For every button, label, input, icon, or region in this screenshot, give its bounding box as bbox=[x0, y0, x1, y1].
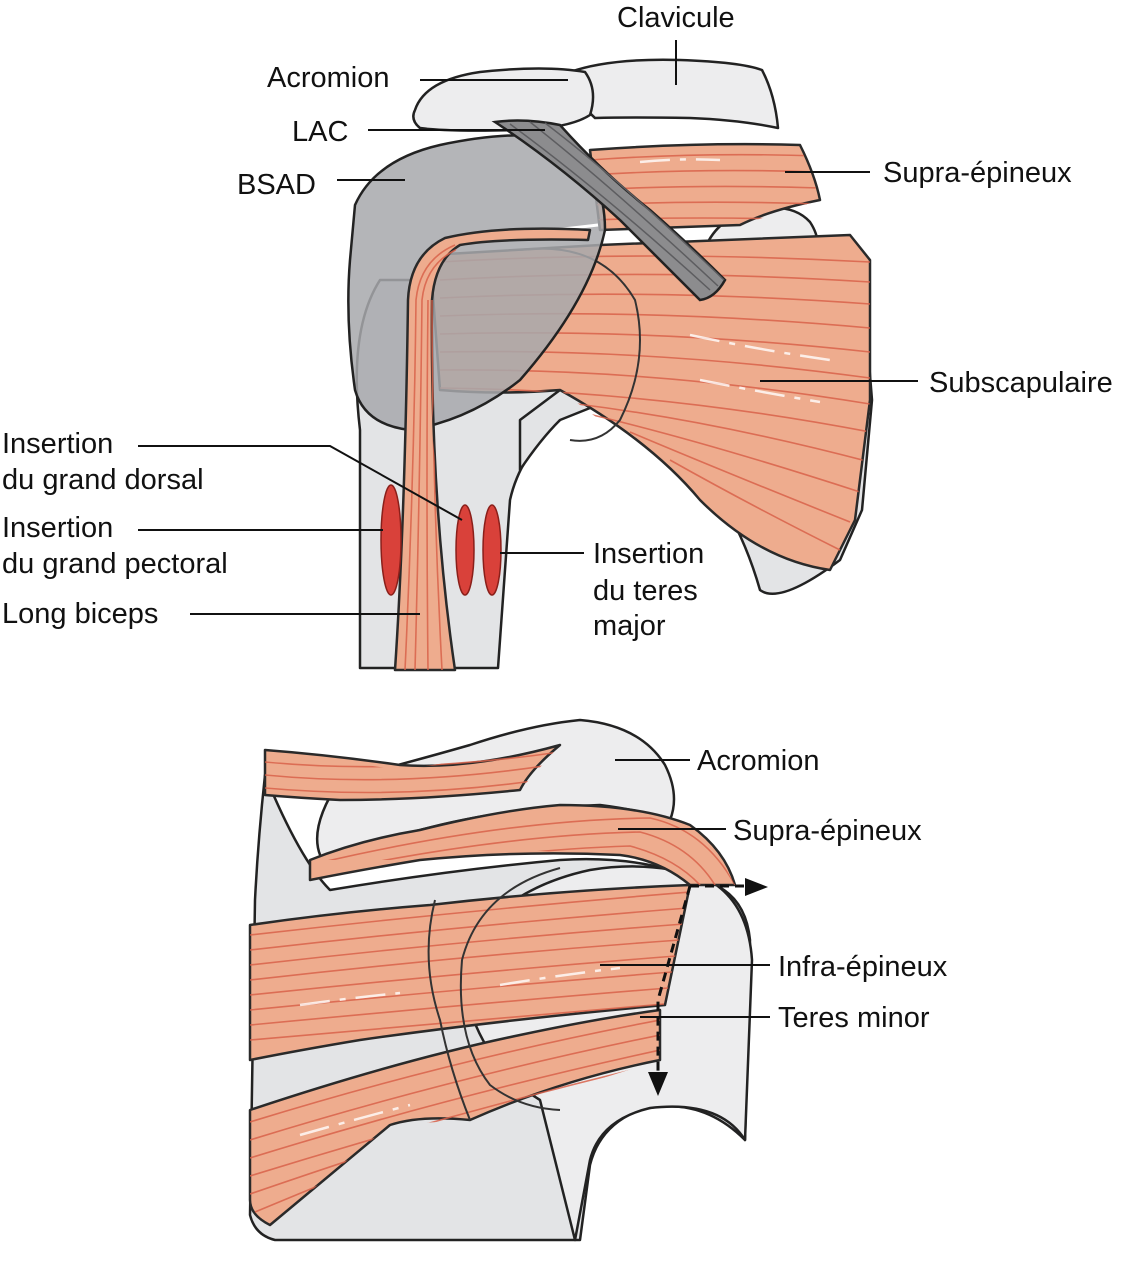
long-biceps-tendon bbox=[393, 227, 592, 672]
bottom-leader-lines bbox=[600, 759, 770, 1018]
top-leader-lines bbox=[138, 40, 918, 615]
supraspinatus-muscle-bottom bbox=[308, 803, 737, 887]
ligament-fiber bbox=[509, 123, 711, 291]
leader-grand-dorsal bbox=[138, 445, 463, 521]
clavicle-bone bbox=[568, 58, 780, 130]
top-anatomy-drawing bbox=[347, 58, 874, 672]
label-teres-minor: Teres minor bbox=[778, 1002, 930, 1034]
label-supra-epineux-bottom: Supra-épineux bbox=[733, 815, 922, 847]
grand-dorsal-insertion bbox=[455, 504, 475, 596]
acromion-bone bbox=[412, 67, 595, 132]
label-lac: LAC bbox=[292, 116, 348, 148]
bottom-labels: Acromion Supra-épineux Infra-épineux Ter… bbox=[697, 745, 948, 1034]
label-acromion-bottom: Acromion bbox=[697, 745, 820, 777]
grand-pectoral-insertion bbox=[380, 484, 402, 596]
label-acromion-top: Acromion bbox=[267, 62, 390, 94]
label-grand-pectoral-line2: du grand pectoral bbox=[2, 548, 228, 580]
label-teres-major-line2: du teres bbox=[593, 575, 698, 607]
teres-major-insertion bbox=[482, 504, 502, 596]
label-teres-major-line1: Insertion bbox=[593, 538, 704, 570]
coracoacromial-ligament bbox=[491, 119, 727, 302]
ligament-fiber bbox=[544, 122, 725, 281]
bottom-anatomy-drawing bbox=[248, 718, 768, 1242]
label-grand-pectoral-line1: Insertion bbox=[2, 512, 113, 544]
arrow-head-right bbox=[745, 878, 768, 896]
ligament-fiber bbox=[529, 121, 719, 287]
label-long-biceps: Long biceps bbox=[2, 598, 158, 630]
label-grand-dorsal-line1: Insertion bbox=[2, 428, 113, 460]
label-bsad: BSAD bbox=[237, 169, 316, 201]
infraspinatus-fibers bbox=[250, 891, 690, 1041]
label-infra-epineux: Infra-épineux bbox=[778, 951, 948, 983]
arrow-head-down bbox=[648, 1072, 668, 1096]
top-labels: Clavicule Acromion LAC BSAD Supra-épineu… bbox=[2, 2, 1113, 642]
label-grand-dorsal-line2: du grand dorsal bbox=[2, 464, 204, 496]
label-clavicule: Clavicule bbox=[617, 2, 735, 34]
tendon-route-dashed-line bbox=[656, 884, 745, 1080]
humeral-head-outline-bottom bbox=[459, 867, 561, 1111]
glenoid-outline bbox=[427, 899, 471, 1121]
label-teres-major-line3: major bbox=[593, 610, 666, 642]
label-supra-epineux-top: Supra-épineux bbox=[883, 157, 1072, 189]
label-subscapulaire: Subscapulaire bbox=[929, 367, 1113, 399]
long-biceps-fibers bbox=[404, 244, 460, 670]
